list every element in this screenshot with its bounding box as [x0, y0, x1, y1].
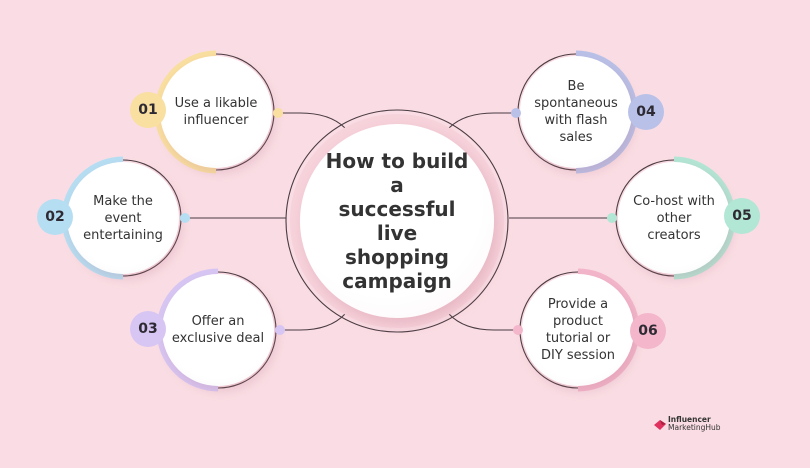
title-line: shopping — [345, 245, 449, 269]
step-04-circle: Be spontaneous with flash sales — [520, 56, 632, 168]
step-05-connector-dot — [607, 213, 617, 223]
step-06-label: Provide a product tutorial or DIY sessio… — [540, 297, 616, 363]
step-06-badge: 06 — [630, 313, 666, 349]
step-02-circle: Make the event entertaining — [67, 162, 179, 274]
step-01-connector-dot — [273, 108, 283, 118]
title-line: successful live — [338, 197, 456, 245]
step-02-badge: 02 — [37, 199, 73, 235]
step-04-badge: 04 — [628, 94, 664, 130]
logo-text: Influencer MarketingHub — [668, 416, 721, 432]
logo-line-1: Influencer — [668, 415, 711, 424]
step-03-badge: 03 — [130, 311, 166, 347]
step-01-badge: 01 — [130, 92, 166, 128]
step-02-connector-dot — [180, 213, 190, 223]
step-03-connector-dot — [275, 325, 285, 335]
center-title: How to build a successful live shopping … — [322, 149, 472, 293]
step-01-circle: Use a likable influencer — [160, 56, 272, 168]
influencer-marketing-hub-logo: Influencer MarketingHub — [654, 416, 721, 432]
logo-mark-icon — [654, 420, 666, 430]
step-01-label: Use a likable influencer — [174, 96, 258, 128]
step-03-label: Offer an exclusive deal — [171, 314, 265, 346]
step-05-badge: 05 — [724, 198, 760, 234]
title-line: campaign — [342, 269, 452, 293]
step-05-label: Co-host with other creators — [633, 193, 715, 243]
title-line: How to build a — [325, 149, 469, 197]
step-06-circle: Provide a product tutorial or DIY sessio… — [522, 274, 634, 386]
step-04-label: Be spontaneous with flash sales — [534, 79, 618, 145]
step-06-connector-dot — [513, 325, 523, 335]
step-02-label: Make the event entertaining — [83, 193, 163, 243]
step-04-connector-dot — [511, 108, 521, 118]
logo-line-2: MarketingHub — [668, 423, 721, 432]
step-05-circle: Co-host with other creators — [618, 162, 730, 274]
step-03-circle: Offer an exclusive deal — [162, 274, 274, 386]
center-circle: How to build a successful live shopping … — [300, 124, 494, 318]
